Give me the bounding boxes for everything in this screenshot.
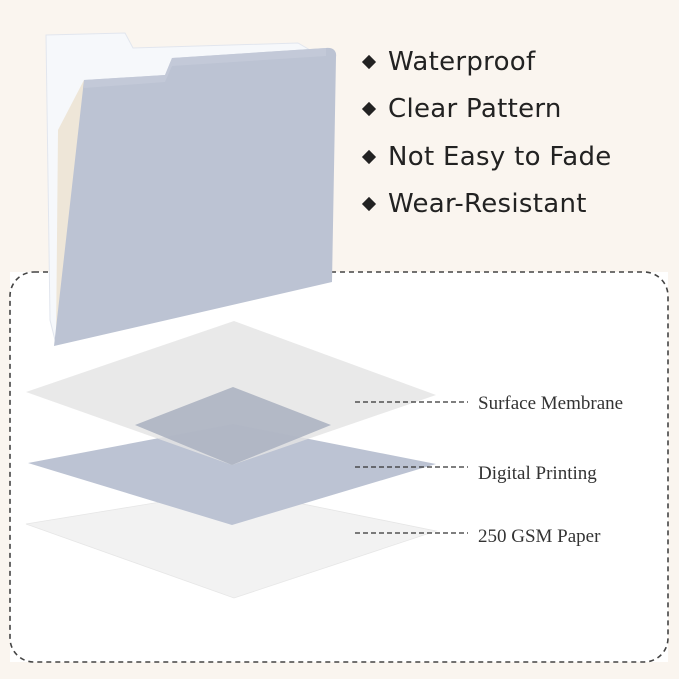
folder-illustration [45, 32, 337, 346]
feature-label: Waterproof [388, 46, 536, 77]
label-paper: 250 GSM Paper [478, 526, 601, 547]
dashed-border [9, 271, 669, 663]
feature-label: Clear Pattern [388, 94, 562, 125]
feature-label: Wear-Resistant [388, 189, 587, 220]
folder-front-highlight [84, 48, 326, 88]
folder-front-cover [54, 47, 337, 346]
layer-membrane-overlap [135, 387, 331, 465]
feature-item-wear-resistant: Wear-Resistant [360, 181, 660, 229]
feature-item-clear-pattern: Clear Pattern [360, 86, 660, 134]
feature-list: Waterproof Clear Pattern Not Easy to Fad… [360, 38, 660, 228]
diamond-bullet-icon [361, 149, 377, 164]
feature-item-waterproof: Waterproof [360, 38, 660, 86]
layer-printing [28, 424, 436, 525]
label-digital-printing: Digital Printing [478, 463, 597, 484]
diamond-bullet-icon [361, 102, 377, 117]
label-surface-membrane: Surface Membrane [478, 393, 624, 414]
feature-item-not-easy-to-fade: Not Easy to Fade [360, 133, 660, 181]
diamond-bullet-icon [361, 197, 377, 212]
feature-label: Not Easy to Fade [388, 141, 612, 172]
diamond-bullet-icon [361, 54, 377, 69]
